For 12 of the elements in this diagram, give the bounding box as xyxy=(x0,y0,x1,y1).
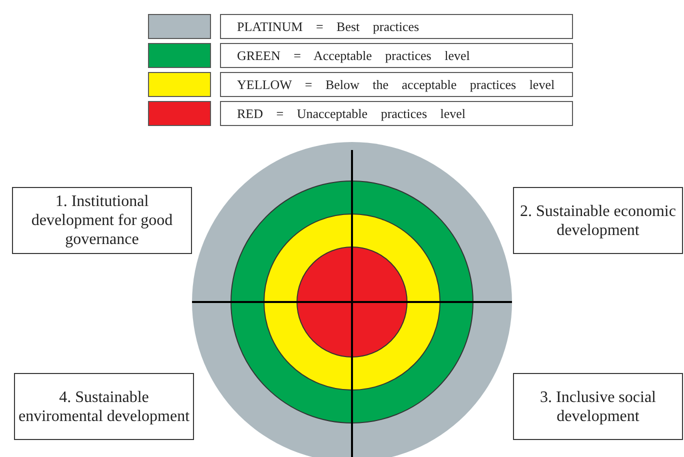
box-label: 4. Sustainable enviromental development xyxy=(17,388,191,426)
text-box xyxy=(513,187,683,254)
legend-text: YELLOW = Below the acceptable practices level xyxy=(220,72,573,97)
text-box xyxy=(513,373,683,440)
box-label: 3. Inclusive social development xyxy=(539,388,657,426)
text-box xyxy=(12,187,192,254)
legend-text: RED = Unacceptable practices level xyxy=(220,101,573,126)
legend-text: PLATINUM = Best practices xyxy=(220,14,573,39)
box-label: 1. Institutional development for good governance xyxy=(30,192,174,249)
legend-text: GREEN = Acceptable practices level xyxy=(220,43,573,68)
text-box xyxy=(14,373,194,440)
box-label: 2. Sustainable economic development xyxy=(519,202,677,240)
